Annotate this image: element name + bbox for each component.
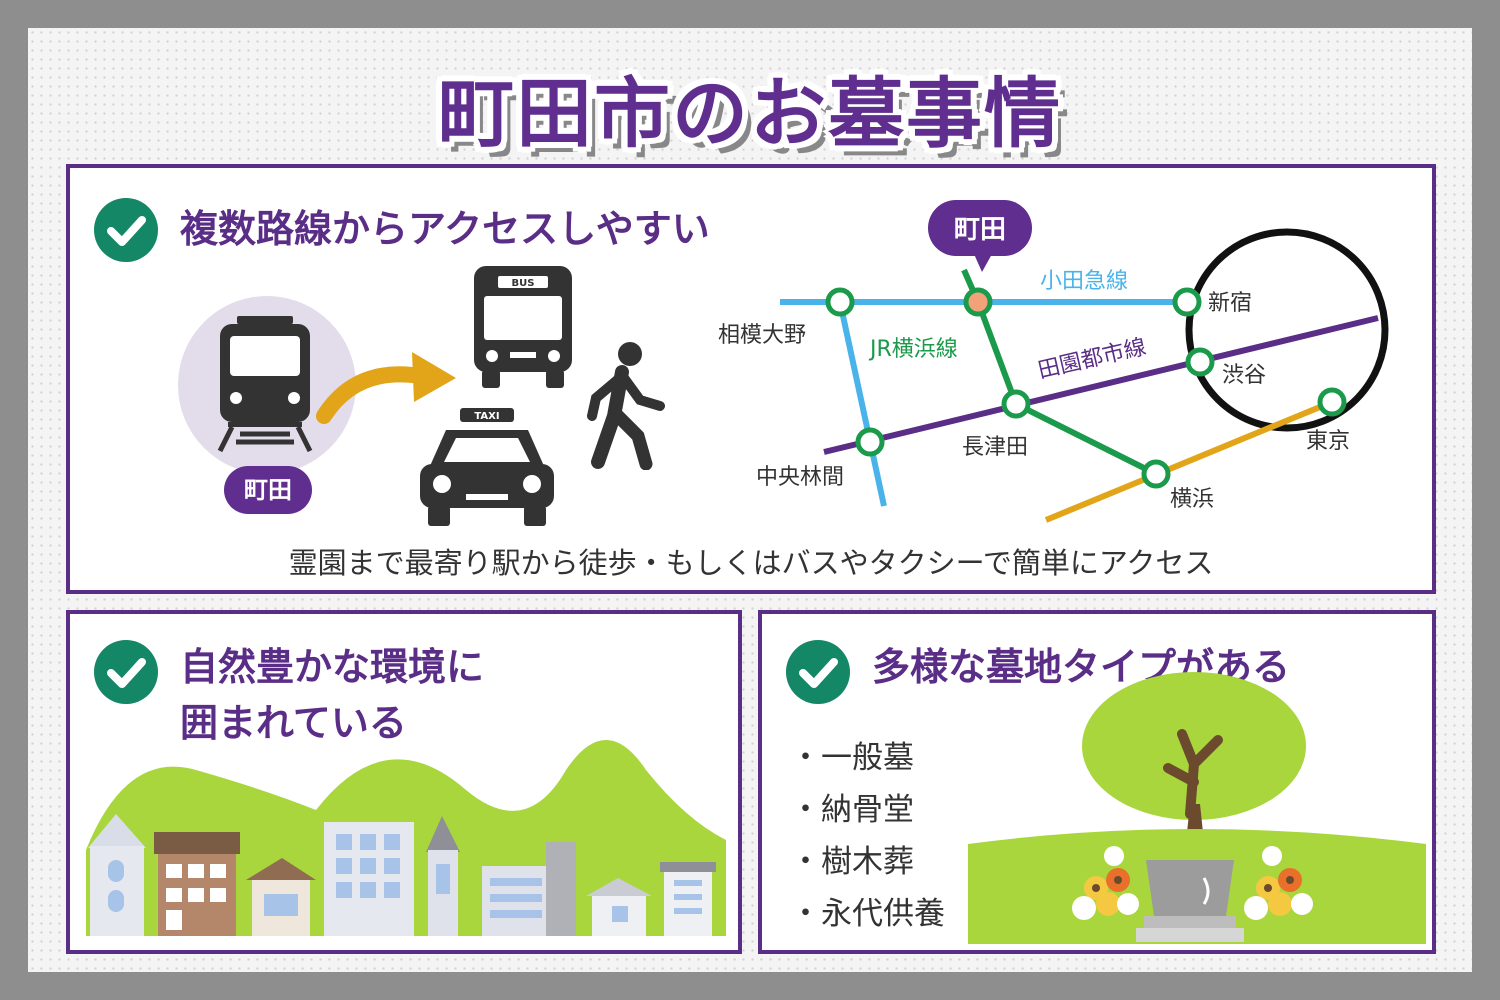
building-church <box>88 814 146 936</box>
list-item: ・一般墓 <box>790 740 914 776</box>
types-panel: 多様な墓地タイプがある ・一般墓 ・納骨堂 ・樹木葬 ・永代供養 <box>758 610 1436 954</box>
access-panel: 複数路線からアクセスしやすい 町田 BUS TAXI <box>66 164 1436 594</box>
nagatsuta-label: 長津田 <box>962 435 1028 460</box>
walker-icon <box>587 342 665 470</box>
arrow-icon <box>316 352 456 424</box>
town-illustration <box>86 740 726 936</box>
route-map: 町田 小田急線 JR横浜線 田園都市線 相模大野 中央林間 長津田 新宿 渋谷 … <box>718 200 1389 523</box>
machida-station-badge: 町田 <box>224 466 312 514</box>
building-office <box>482 842 576 936</box>
station-chuorinkan <box>855 427 885 457</box>
tokaido-line <box>1044 399 1334 523</box>
shibuya-label: 渋谷 <box>1222 363 1266 388</box>
tokyo-label: 東京 <box>1306 429 1350 454</box>
sagamiono-label: 相模大野 <box>718 323 806 348</box>
check-icon <box>786 640 850 704</box>
list-item: ・永代供養 <box>790 896 945 932</box>
building-small-house <box>586 878 652 936</box>
flower-icon <box>1072 846 1139 920</box>
check-icon <box>94 198 158 262</box>
nature-panel: 自然豊かな環境に 囲まれている <box>66 610 742 954</box>
yokohama-label: 横浜 <box>1170 487 1214 512</box>
access-caption: 霊園まで最寄り駅から徒歩・もしくはバスやタクシーで簡単にアクセス <box>288 546 1214 580</box>
station-shinjuku <box>1172 287 1202 317</box>
tree-burial-illustration <box>968 672 1426 944</box>
shinjuku-label: 新宿 <box>1208 291 1252 316</box>
jr-yokohama-label: JR横浜線 <box>868 337 958 362</box>
gravestone-icon <box>1136 860 1244 942</box>
list-item: ・樹木葬 <box>790 844 914 880</box>
list-item: ・納骨堂 <box>790 792 914 828</box>
check-icon <box>94 640 158 704</box>
access-heading: 複数路線からアクセスしやすい <box>180 207 710 251</box>
machida-pin-label: 町田 <box>954 215 1006 245</box>
tree-icon <box>1082 672 1306 820</box>
machida-pin <box>928 200 1032 256</box>
station-sagamiono <box>825 287 855 317</box>
train-icon <box>217 316 313 453</box>
taxi-icon: TAXI <box>420 408 554 526</box>
building-brown <box>154 832 240 936</box>
building-house <box>246 858 316 936</box>
odakyu-branch <box>837 301 887 507</box>
bus-icon: BUS <box>474 266 572 388</box>
chuorinkan-label: 中央林間 <box>756 465 844 490</box>
jr-yokohama-line <box>961 268 1158 477</box>
page-title: 町田市のお墓事情 <box>438 69 1062 158</box>
yamanote-loop <box>1185 228 1389 432</box>
station-machida <box>963 287 993 317</box>
station-yokohama <box>1141 459 1171 489</box>
denentoshi-line <box>823 315 1379 455</box>
nature-heading-line2: 囲まれている <box>180 701 407 745</box>
flower-icon <box>1244 846 1313 920</box>
building-tower <box>426 816 460 936</box>
building-right <box>660 862 716 936</box>
building-apartment <box>324 822 414 936</box>
station-nagatsuta <box>1001 389 1031 419</box>
nature-heading-line1: 自然豊かな環境に <box>180 645 485 689</box>
station-shibuya <box>1185 347 1215 377</box>
odakyu-label: 小田急線 <box>1040 269 1128 294</box>
station-tokyo <box>1317 387 1347 417</box>
bus-label: BUS <box>512 278 535 289</box>
taxi-label: TAXI <box>474 411 499 422</box>
grave-type-list: ・一般墓 ・納骨堂 ・樹木葬 ・永代供養 <box>790 732 945 940</box>
